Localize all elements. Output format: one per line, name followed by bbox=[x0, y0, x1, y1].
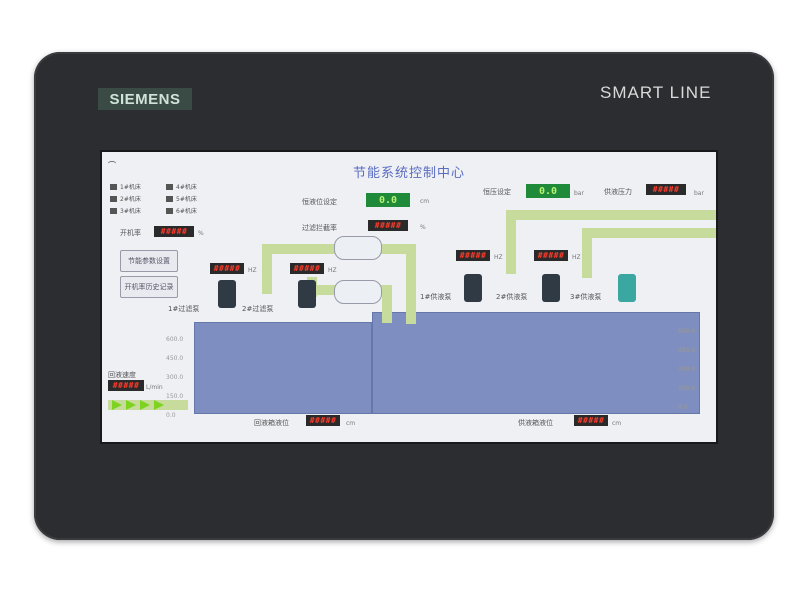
return-speed-unit: L/min bbox=[146, 384, 163, 391]
level-set-value[interactable]: 0.0 bbox=[366, 193, 410, 207]
flow-arrow-icon bbox=[140, 400, 150, 410]
filter-rate-unit: % bbox=[420, 224, 426, 231]
scale-tick: 300.0 bbox=[678, 366, 696, 373]
filter-cylinder-icon bbox=[334, 236, 382, 260]
scale-tick: 300.0 bbox=[166, 374, 184, 381]
flow-arrow-icon bbox=[112, 400, 122, 410]
legend-swatch-icon bbox=[166, 207, 173, 214]
return-tank-label: 回液箱液位 bbox=[254, 419, 289, 427]
open-rate-unit: % bbox=[198, 230, 204, 237]
filter-pump-2-label: 2#过滤泵 bbox=[242, 305, 274, 313]
legend-item-6: 6#机床 bbox=[166, 206, 197, 215]
scale-tick: 150.0 bbox=[166, 393, 184, 400]
filter-pump-2-hz: ##### bbox=[290, 263, 324, 274]
supply-pump-1-hz: ##### bbox=[456, 250, 490, 261]
smart-line-label: SMART LINE bbox=[600, 83, 712, 102]
supply-tank-unit: cm bbox=[612, 420, 622, 427]
pipe-segment bbox=[262, 244, 272, 294]
supply-pump-3-label: 3#供液泵 bbox=[570, 293, 602, 301]
supply-pressure-unit: bar bbox=[694, 190, 704, 197]
legend-swatch-icon bbox=[110, 183, 117, 190]
level-set-unit: cm bbox=[420, 198, 430, 205]
legend-item-5: 5#机床 bbox=[166, 194, 197, 203]
signal-icon: ⌒ bbox=[108, 161, 116, 170]
flow-arrow-icon bbox=[154, 400, 164, 410]
scale-tick: 450.0 bbox=[166, 355, 184, 362]
return-tank bbox=[194, 322, 372, 414]
legend-swatch-icon bbox=[166, 183, 173, 190]
legend-swatch-icon bbox=[110, 207, 117, 214]
pressure-set-unit: bar bbox=[574, 190, 584, 197]
pressure-set-label: 恒压设定 bbox=[483, 188, 511, 196]
siemens-logo: SIEMENS bbox=[98, 88, 192, 110]
return-tank-unit: cm bbox=[346, 420, 356, 427]
supply-pressure-label: 供液压力 bbox=[604, 188, 632, 196]
scale-tick: 600.0 bbox=[166, 336, 184, 343]
flow-arrow-icon bbox=[126, 400, 136, 410]
legend-label: 4#机床 bbox=[176, 184, 197, 191]
pipe-segment bbox=[582, 228, 592, 278]
hz-unit: HZ bbox=[494, 254, 503, 261]
legend-swatch-icon bbox=[166, 195, 173, 202]
filter-rate-value: ##### bbox=[368, 220, 408, 231]
filter-pump-1-label: 1#过滤泵 bbox=[168, 305, 200, 313]
pipe-segment bbox=[582, 228, 716, 238]
legend-label: 6#机床 bbox=[176, 208, 197, 215]
filter-pump-2-icon[interactable] bbox=[298, 280, 316, 308]
supply-pump-2-icon[interactable] bbox=[542, 274, 560, 302]
legend-item-2: 2#机床 bbox=[110, 194, 141, 203]
legend-item-3: 3#机床 bbox=[110, 206, 141, 215]
screen-title: 节能系统控制中心 bbox=[352, 166, 465, 181]
pressure-set-value[interactable]: 0.0 bbox=[526, 184, 570, 198]
scale-tick: 450.0 bbox=[678, 347, 696, 354]
open-rate-label: 开机率 bbox=[120, 229, 141, 237]
filter-pump-1-icon[interactable] bbox=[218, 280, 236, 308]
return-tank-value: ##### bbox=[306, 415, 340, 426]
supply-pump-3-icon[interactable] bbox=[618, 274, 636, 302]
filter-rate-label: 过滤拦截率 bbox=[302, 224, 337, 232]
hz-unit: HZ bbox=[248, 267, 257, 274]
scale-tick: 0.0 bbox=[166, 412, 176, 419]
return-speed-label: 回液速度 bbox=[108, 371, 136, 379]
legend-item-4: 4#机床 bbox=[166, 182, 197, 191]
legend-label: 2#机床 bbox=[120, 196, 141, 203]
scale-tick: 150.0 bbox=[678, 385, 696, 392]
legend-swatch-icon bbox=[110, 195, 117, 202]
hmi-screen: ⌒ 节能系统控制中心 1#机床 2#机床 3#机床 4#机床 5#机床 6#机床… bbox=[100, 150, 718, 444]
pipe-segment bbox=[506, 210, 716, 220]
legend-label: 5#机床 bbox=[176, 196, 197, 203]
supply-pressure-value: ##### bbox=[646, 184, 686, 195]
supply-tank bbox=[372, 312, 700, 414]
supply-pump-2-label: 2#供液泵 bbox=[496, 293, 528, 301]
legend-label: 3#机床 bbox=[120, 208, 141, 215]
supply-tank-value: ##### bbox=[574, 415, 608, 426]
energy-params-button[interactable]: 节能参数设置 bbox=[120, 250, 178, 272]
legend-label: 1#机床 bbox=[120, 184, 141, 191]
pipe-segment bbox=[382, 285, 392, 323]
return-speed-value: ##### bbox=[108, 380, 144, 391]
hz-unit: HZ bbox=[572, 254, 581, 261]
open-rate-value: ##### bbox=[154, 226, 194, 237]
scale-tick: 600.0 bbox=[678, 328, 696, 335]
pipe-segment bbox=[506, 210, 516, 274]
flow-arrows bbox=[112, 400, 164, 410]
filter-cylinder-icon bbox=[334, 280, 382, 304]
filter-pump-1-hz: ##### bbox=[210, 263, 244, 274]
supply-pump-1-label: 1#供液泵 bbox=[420, 293, 452, 301]
pipe-segment bbox=[406, 244, 416, 324]
left-scale: 600.0 450.0 300.0 150.0 0.0 bbox=[166, 330, 183, 425]
supply-tank-label: 供液箱液位 bbox=[518, 419, 553, 427]
level-set-label: 恒液位设定 bbox=[302, 198, 337, 206]
history-button[interactable]: 开机率历史记录 bbox=[120, 276, 178, 298]
scale-tick: 0.0 bbox=[678, 404, 688, 411]
supply-pump-1-icon[interactable] bbox=[464, 274, 482, 302]
hz-unit: HZ bbox=[328, 267, 337, 274]
right-scale: 600.0 450.0 300.0 150.0 0.0 bbox=[678, 322, 695, 417]
supply-pump-2-hz: ##### bbox=[534, 250, 568, 261]
legend-item-1: 1#机床 bbox=[110, 182, 141, 191]
